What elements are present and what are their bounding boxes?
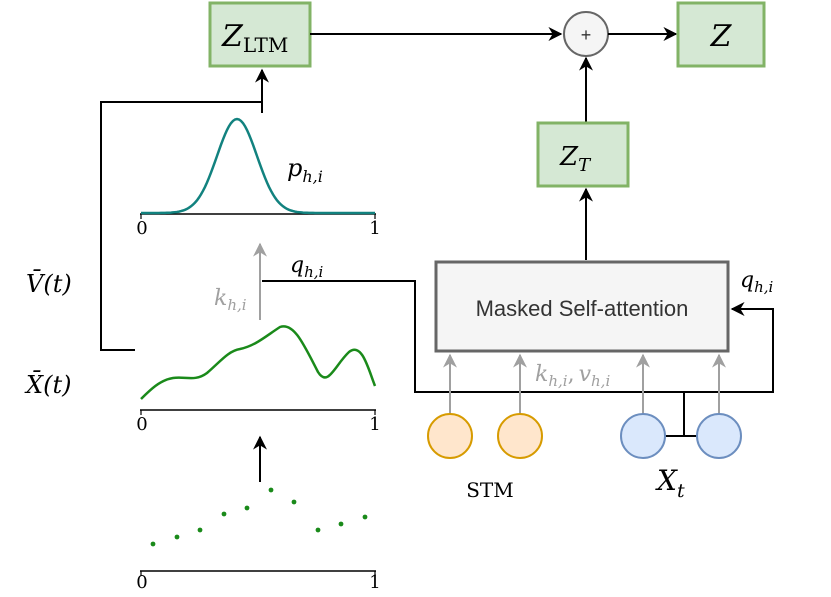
sample-dot	[315, 527, 321, 533]
sum-node-label: +	[581, 25, 592, 45]
gaussian-curve	[141, 117, 375, 215]
sample-dot	[291, 499, 297, 505]
q-left-label: qh,i	[290, 253, 324, 281]
stm-node-1	[427, 413, 473, 459]
sample-dot	[362, 514, 368, 520]
x-node-1	[620, 413, 666, 459]
sample-dot	[244, 505, 250, 511]
gaussian-tick-label-0: 0	[136, 218, 147, 239]
q-right-label: qh,i	[740, 268, 774, 296]
z-t-label: ZT	[559, 142, 592, 176]
sample-dot	[197, 527, 203, 533]
kv-label: kh,i,vh,i	[535, 362, 610, 390]
z-label: Z	[710, 19, 733, 54]
stm-node-2	[497, 413, 543, 459]
attention-label: Masked Self-attention	[476, 296, 689, 321]
stm-label: STM	[466, 478, 514, 502]
samples-tick-label-1: 1	[369, 572, 380, 593]
x-node-2	[696, 413, 742, 459]
z-box	[676, 1, 766, 68]
samples-tick-label-0: 0	[136, 572, 147, 593]
signal-curve	[140, 325, 377, 400]
z-ltm-box	[208, 1, 312, 68]
p-label: ph,i	[287, 154, 323, 186]
x-t-label: Xt	[655, 464, 685, 502]
sample-dot	[174, 534, 180, 540]
z-ltm-label: ZLTM	[221, 19, 288, 57]
signal-tick-label-1: 1	[369, 414, 380, 435]
sample-dots	[150, 487, 368, 547]
v-bar-label: V̄(t)	[26, 270, 72, 298]
z-t-box	[536, 121, 630, 188]
attention-box	[434, 260, 730, 353]
sample-dot	[221, 511, 227, 517]
gaussian-tick-label-1: 1	[369, 218, 380, 239]
signal-tick-label-0: 0	[136, 414, 147, 435]
x-bar-label: X̄(t)	[24, 371, 71, 399]
sample-dot	[268, 487, 274, 493]
q-left-line	[262, 280, 774, 393]
k-label: kh,i	[214, 286, 247, 314]
sample-dot	[338, 521, 344, 527]
sample-dot	[150, 541, 156, 547]
v-bar-bracket	[100, 101, 262, 351]
